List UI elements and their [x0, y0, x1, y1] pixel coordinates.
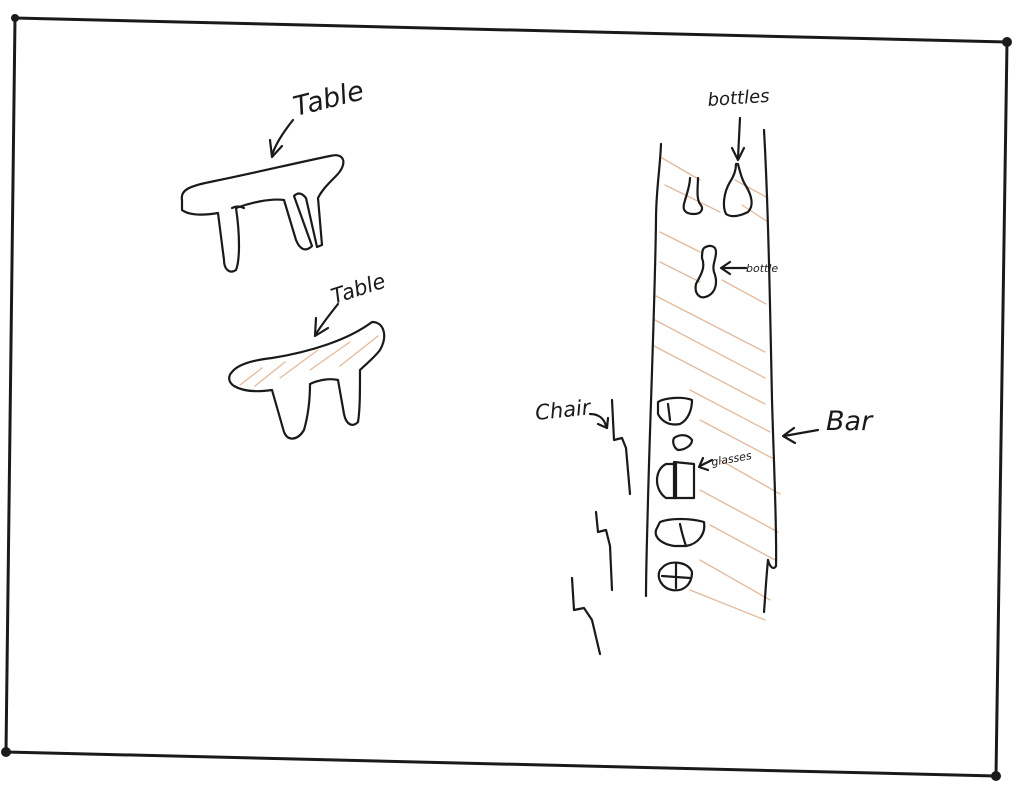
table-2-hatching	[240, 336, 378, 386]
bottle-small-icon	[684, 178, 702, 214]
bottle-label: bottle	[746, 262, 778, 275]
chair-1-icon	[612, 400, 630, 494]
table-1-label: Table	[290, 75, 367, 122]
table-1-drawing	[182, 155, 344, 271]
bar-hatching	[654, 158, 780, 620]
room-frame	[1, 14, 1012, 781]
glass-3-icon	[657, 462, 694, 498]
table-1-arrow	[270, 120, 293, 157]
glass-5-icon	[659, 563, 692, 591]
bottles-arrow	[732, 118, 744, 160]
bar-label: Bar	[826, 406, 874, 437]
table-2-label: Table	[328, 269, 388, 309]
chair-label: Chair	[534, 395, 593, 425]
bar-counter	[646, 130, 776, 612]
chair-3-icon	[572, 578, 600, 654]
bottle-single-icon	[696, 246, 716, 297]
bottles-label: bottles	[707, 86, 770, 111]
chair-2-icon	[596, 512, 612, 590]
glass-2-icon	[673, 435, 692, 450]
table-2-drawing	[229, 322, 384, 439]
chair-arrow	[590, 414, 608, 428]
glass-1-icon	[658, 398, 692, 425]
bar-arrow	[783, 428, 818, 443]
bottle-arrow	[721, 262, 746, 274]
glass-4-icon	[656, 519, 705, 546]
